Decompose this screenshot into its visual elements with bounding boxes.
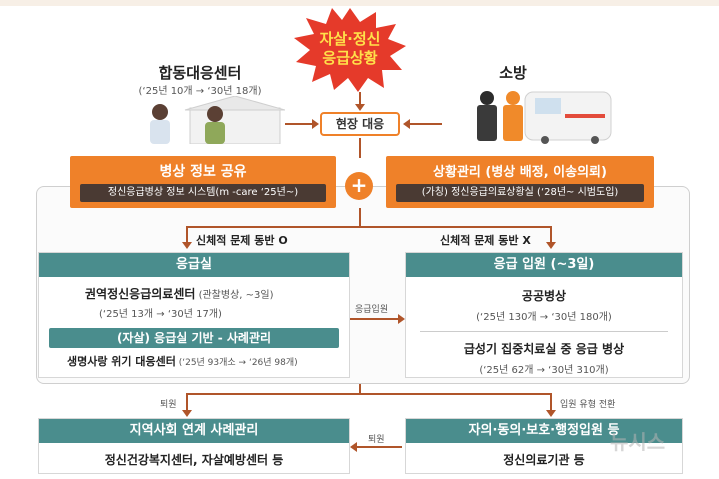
public-bed-count: (‘25년 130개 → ‘30년 180개) (476, 312, 612, 323)
regional-center-name: 권역정신응급의료센터 (85, 287, 196, 301)
scene-response-label: 현장 대응 (335, 117, 385, 131)
right-to-scene-arrow (403, 119, 410, 129)
emergency-room-panel: 응급실 권역정신응급의료센터 (관찰병상, ~3일) (‘25년 13개 → ‘… (38, 252, 350, 378)
discharge-bottom-label: 퇴원 (368, 435, 385, 445)
top-decor-bar (0, 0, 719, 6)
community-panel: 지역사회 연계 사례관리 정신건강복지센터, 자살예방센터 등 (38, 418, 350, 474)
er-to-admit-arrow (398, 314, 405, 324)
transition-arrow (546, 410, 556, 417)
voluntary-admission-body: 정신의료기관 등 (503, 453, 585, 467)
voluntary-admission-header: 자의·동의·보호·행정입원 등 (406, 419, 682, 443)
regional-center-row: 권역정신응급의료센터 (관찰병상, ~3일) (39, 285, 349, 302)
public-bed-name: 공공병상 (521, 289, 567, 303)
discharge-left-line (186, 393, 188, 411)
burst-to-scene-arrow (355, 104, 365, 111)
panel-exit-line (359, 384, 361, 394)
bed-info-share-title: 병상 정보 공유 (159, 164, 247, 180)
bed-info-share-box: 병상 정보 공유 정신응급병상 정보 시스템(m -care ‘25년~) (70, 156, 336, 208)
situation-management-box: 상황관리 (병상 배정, 이송의뢰) (가칭) 정신응급의료상황실 (‘28년~… (386, 156, 654, 208)
emergency-room-header: 응급실 (39, 253, 349, 277)
scene-response-box: 현장 대응 (320, 112, 400, 136)
life-center-row: 생명사랑 위기 대응센터 (‘25년 93개소 → ‘26년 98개) (39, 353, 349, 369)
branch-stem-line (359, 208, 361, 228)
discharge-left-arrow (182, 410, 192, 417)
situation-management-title: 상황관리 (병상 배정, 이송의뢰) (433, 165, 607, 180)
joint-center-illustration (120, 95, 286, 145)
left-to-scene-line (285, 123, 313, 125)
emergency-admission-panel: 응급 입원 (~3일) 공공병상 (‘25년 130개 → ‘30년 180개)… (405, 252, 683, 378)
joint-center-title: 합동대응센터 (158, 64, 242, 82)
transition-label: 입원 유형 전환 (560, 400, 616, 410)
er-to-admit-line (350, 318, 400, 320)
burst-line-2: 응급상황 (322, 49, 378, 67)
discharge-bottom-line (356, 446, 402, 448)
emergency-burst: 자살·정신 응급상황 (290, 6, 410, 92)
branch-right-arrow (546, 242, 556, 249)
plus-icon: + (345, 172, 373, 200)
branch-left-arrow (182, 242, 192, 249)
voluntary-admission-panel: 자의·동의·보호·행정입원 등 정신의료기관 등 (405, 418, 683, 474)
burst-to-scene-line (359, 92, 361, 106)
life-center-name: 생명사랑 위기 대응센터 (67, 355, 176, 368)
discharge-left-label: 퇴원 (160, 400, 177, 410)
branch-left-line (186, 226, 188, 244)
branch-horizontal-line (186, 226, 552, 228)
branch-right-line (550, 226, 552, 244)
life-center-note: (‘25년 93개소 → ‘26년 98개) (175, 358, 298, 368)
acute-bed-count: (‘25년 62개 → ‘30년 310개) (479, 365, 609, 376)
bed-info-system-label: 정신응급병상 정보 시스템(m -care ‘25년~) (80, 184, 326, 202)
community-header: 지역사회 연계 사례관리 (39, 419, 349, 443)
acute-bed-name: 급성기 집중치료실 중 응급 병상 (463, 342, 625, 356)
left-to-scene-arrow (312, 119, 319, 129)
discharge-bottom-arrow (350, 442, 357, 452)
regional-center-note: (관찰병상, ~3일) (195, 290, 274, 301)
right-to-scene-line (410, 123, 442, 125)
branch-right-label: 신체적 문제 동반 X (440, 234, 531, 247)
emergency-admission-header: 응급 입원 (~3일) (406, 253, 682, 277)
situation-room-label: (가칭) 정신응급의료상황실 (‘28년~ 시범도입) (396, 184, 644, 202)
watermark: 뉴시스 (610, 430, 666, 454)
fire-dept-title: 소방 (499, 64, 527, 82)
branch-left-label: 신체적 문제 동반 O (196, 234, 288, 247)
transition-line (550, 393, 552, 411)
er-case-management-header: (자살) 응급실 기반 - 사례관리 (49, 328, 339, 348)
burst-icon (294, 8, 406, 92)
community-body: 정신건강복지센터, 자살예방센터 등 (104, 453, 284, 467)
scene-down-line (359, 138, 361, 158)
lower-horizontal-line (186, 393, 552, 395)
er-to-admit-label: 응급입원 (355, 305, 389, 315)
fire-dept-illustration (445, 84, 615, 144)
regional-center-count: (‘25년 13개 → ‘30년 17개) (99, 309, 222, 320)
burst-line-1: 자살·정신 (319, 30, 381, 48)
joint-center-count: (‘25년 10개 → ‘30년 18개) (138, 86, 262, 97)
admission-divider (420, 331, 668, 332)
